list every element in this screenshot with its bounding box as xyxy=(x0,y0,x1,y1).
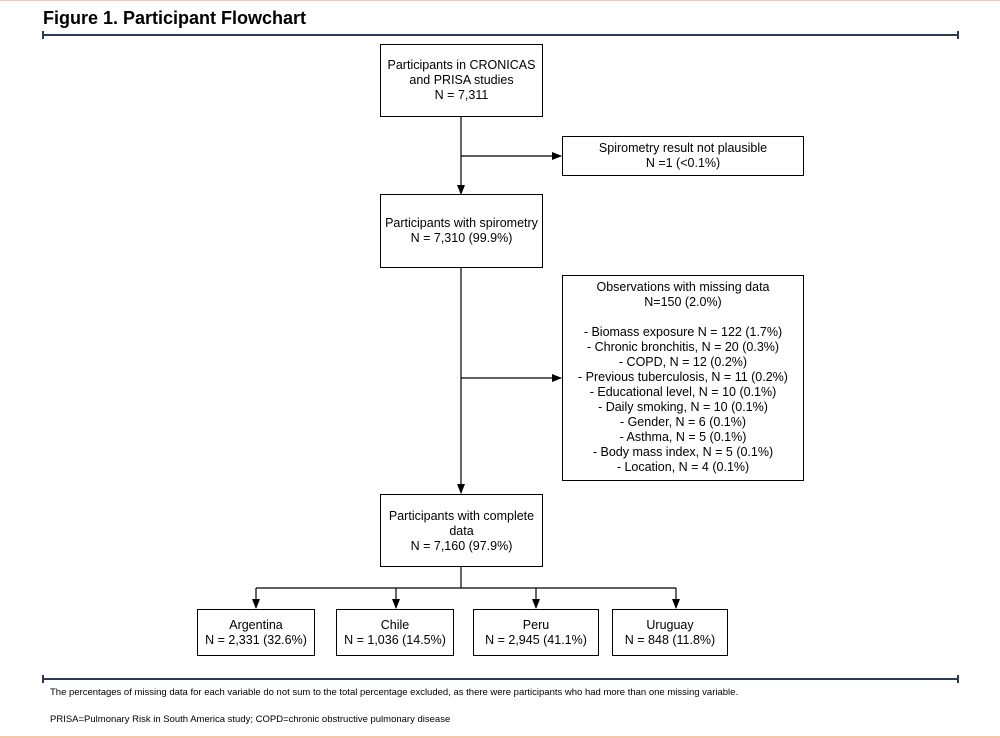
node-missing-data: Observations with missing data N=150 (2.… xyxy=(562,275,804,481)
missing-item: - Body mass index, N = 5 (0.1%) xyxy=(592,445,774,459)
missing-item: - Asthma, N = 5 (0.1%) xyxy=(619,430,747,444)
node-with-spirometry: Participants with spirometry N = 7,310 (… xyxy=(380,194,543,268)
missing-item: - Gender, N = 6 (0.1%) xyxy=(619,415,747,429)
missing-item: - Location, N = 4 (0.1%) xyxy=(616,460,750,474)
missing-item: - COPD, N = 12 (0.2%) xyxy=(618,355,748,369)
top-divider xyxy=(42,31,959,39)
node-country-argentina: Argentina N = 2,331 (32.6%) xyxy=(197,609,315,656)
bottom-border xyxy=(0,736,1000,738)
missing-item: - Previous tuberculosis, N = 11 (0.2%) xyxy=(578,370,788,384)
top-border xyxy=(0,0,1000,1)
missing-item: - Chronic bronchitis, N = 20 (0.3%) xyxy=(586,340,780,354)
figure-title: Figure 1. Participant Flowchart xyxy=(43,8,307,28)
node-country-chile: Chile N = 1,036 (14.5%) xyxy=(336,609,454,656)
node-start: Participants in CRONICAS and PRISA studi… xyxy=(380,44,543,117)
node-country-peru: Peru N = 2,945 (41.1%) xyxy=(473,609,599,656)
missing-item: - Biomass exposure N = 122 (1.7%) xyxy=(583,325,783,339)
footnote-missing: The percentages of missing data for each… xyxy=(50,687,739,698)
node-excluded-spirometry: Spirometry result not plausible N =1 (<0… xyxy=(562,136,804,176)
missing-item: - Educational level, N = 10 (0.1%) xyxy=(589,385,777,399)
node-country-uruguay: Uruguay N = 848 (11.8%) xyxy=(612,609,728,656)
missing-item: - Daily smoking, N = 10 (0.1%) xyxy=(598,400,768,414)
node-complete-data: Participants with complete data N = 7,16… xyxy=(380,494,543,567)
footnote-abbreviations: PRISA=Pulmonary Risk in South America st… xyxy=(50,714,451,725)
bottom-divider xyxy=(42,675,959,683)
